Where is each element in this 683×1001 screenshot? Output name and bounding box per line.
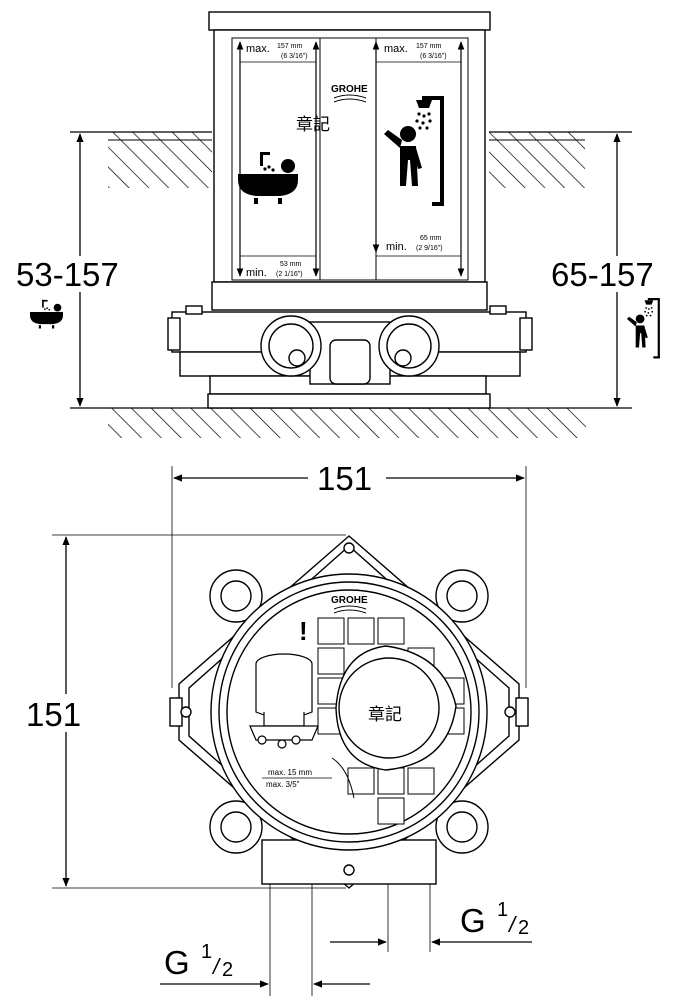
svg-text:1: 1 [497, 899, 508, 921]
box-left-max-mm: 157 mm [277, 43, 302, 50]
stamp-text-top: 章記 [368, 705, 402, 725]
note-line-1: max. 15 mm [268, 768, 312, 777]
wall-surface-upper [70, 131, 632, 188]
box-left-min-mm: 53 mm [280, 261, 302, 268]
cartridge-icon [249, 653, 319, 749]
svg-text:1: 1 [201, 941, 212, 963]
box-left-min-label: min. [246, 267, 267, 279]
height-label: 151 [26, 696, 81, 733]
svg-text:G: G [460, 902, 486, 939]
stamp-text-side: 章記 [296, 115, 330, 135]
box-right-max-in: (6 3/16") [420, 53, 447, 60]
brand-logo-top: GROHE [331, 595, 368, 614]
box-right-max-mm: 157 mm [416, 43, 441, 50]
cover-disc [335, 645, 457, 771]
bath-range-label: 53-157 [16, 256, 119, 293]
connection-size-right: G 1 / 2 [460, 899, 529, 939]
box-right-min-mm: 65 mm [420, 235, 442, 242]
svg-text:GROHE: GROHE [331, 84, 368, 95]
top-view: 151 151 [24, 458, 532, 996]
svg-text:GROHE: GROHE [331, 595, 368, 606]
brand-logo-side: GROHE [331, 84, 368, 103]
svg-text:2: 2 [222, 959, 233, 981]
connection-size-left: G 1 / 2 [164, 941, 233, 981]
box-left-min-in: (2 1/16") [276, 271, 303, 278]
extension-box [208, 11, 491, 311]
note-line-2: max. 3/5" [266, 780, 300, 789]
svg-text:2: 2 [518, 917, 529, 939]
box-right-max-label: max. [384, 43, 408, 55]
width-label: 151 [317, 460, 372, 497]
wall-surface-lower [70, 407, 632, 438]
box-right-min-in: (2 9/16") [416, 245, 443, 252]
warning-icon: ! [299, 616, 308, 646]
box-right-min-label: min. [386, 241, 407, 253]
svg-text:/: / [211, 954, 221, 979]
shower-range-label: 65-157 [551, 256, 654, 293]
side-view: max. 157 mm (6 3/16") min. 53 mm (2 1/16… [16, 11, 676, 438]
box-left-max-in: (6 3/16") [281, 53, 308, 60]
svg-text:G: G [164, 944, 190, 981]
box-left-max-label: max. [246, 43, 270, 55]
valve-body-side [167, 305, 533, 409]
svg-text:/: / [507, 912, 517, 937]
